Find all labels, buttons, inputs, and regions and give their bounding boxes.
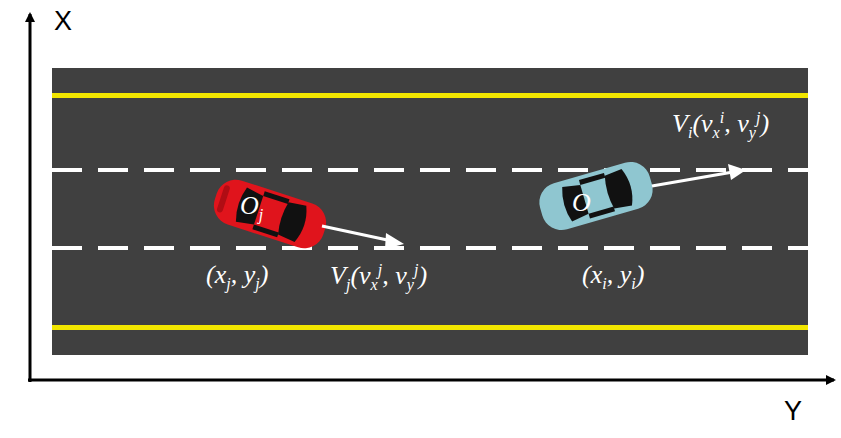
lane-dash xyxy=(52,246,808,250)
math-label: Vj(vxj, vyj) xyxy=(330,262,427,293)
math-label: (xj, yj) xyxy=(206,262,268,292)
axis-label: X xyxy=(54,8,72,35)
yellow-line xyxy=(52,93,808,98)
math-label: (xi, yi) xyxy=(582,262,644,292)
math-label: Vi(vxi, vyj) xyxy=(672,110,769,141)
yellow-line xyxy=(52,325,808,330)
velocity-arrow xyxy=(322,226,392,241)
math-label: O xyxy=(572,190,591,216)
arrow-head xyxy=(385,233,404,249)
math-label: Oj xyxy=(240,193,263,223)
lane-dash xyxy=(52,168,808,172)
y-axis xyxy=(28,379,834,382)
x-axis xyxy=(29,14,32,382)
axis-label: Y xyxy=(784,398,802,425)
red-car xyxy=(209,175,332,254)
road xyxy=(52,68,808,355)
blue-car xyxy=(535,157,658,235)
arrow-head xyxy=(728,164,746,180)
velocity-arrow xyxy=(652,172,733,186)
